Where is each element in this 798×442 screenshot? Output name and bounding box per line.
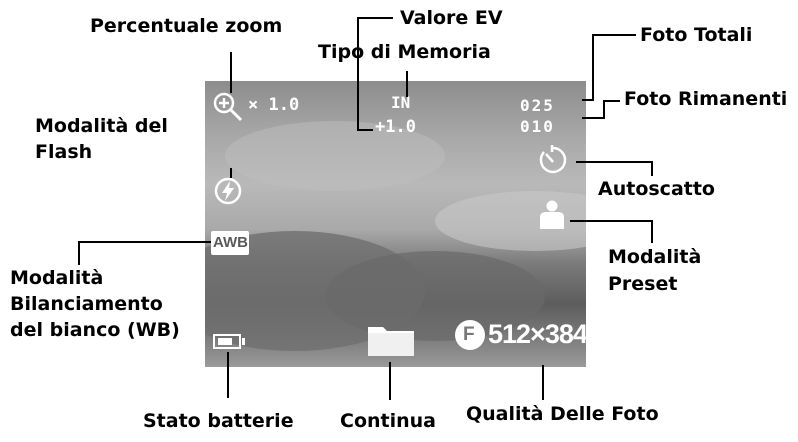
quality-badge: F bbox=[463, 324, 475, 346]
label-flash-line2: Flash bbox=[35, 140, 92, 164]
remaining-photos-readout: 010 bbox=[520, 117, 555, 136]
ev-readout: +1.0 bbox=[375, 117, 416, 137]
label-flash-line1: Modalità del bbox=[35, 114, 168, 138]
label-wb-line3: del bianco (WB) bbox=[10, 318, 180, 342]
magnifier-plus-icon bbox=[212, 91, 244, 123]
label-wb-line1: Modalità bbox=[10, 266, 103, 290]
battery-tip bbox=[242, 338, 245, 345]
label-self-timer: Autoscatto bbox=[598, 177, 715, 201]
label-ev: Valore EV bbox=[400, 6, 503, 30]
white-balance-label: AWB bbox=[213, 234, 248, 251]
remaining-leader bbox=[582, 101, 620, 118]
label-preset-line1: Modalità bbox=[608, 245, 701, 269]
zoom-readout: × 1.0 bbox=[248, 95, 299, 115]
label-preset-line2: Preset bbox=[608, 272, 677, 296]
resolution-readout: 512×384 bbox=[488, 319, 586, 350]
person-icon bbox=[538, 199, 566, 229]
label-memory: Tipo di Memoria bbox=[318, 40, 491, 64]
wb-leader bbox=[79, 242, 211, 265]
label-zoom: Percentuale zoom bbox=[90, 14, 282, 38]
total-photos-readout: 025 bbox=[520, 96, 555, 115]
label-battery: Stato batterie bbox=[143, 409, 294, 433]
battery-level bbox=[218, 338, 232, 345]
folder-icon bbox=[367, 321, 415, 357]
battery-icon bbox=[213, 334, 241, 349]
label-continuous: Continua bbox=[340, 409, 436, 433]
label-total: Foto Totali bbox=[640, 23, 752, 47]
self-timer-icon bbox=[535, 143, 569, 177]
memory-type-readout: IN bbox=[391, 93, 410, 112]
label-remaining: Foto Rimanenti bbox=[624, 87, 787, 111]
label-quality: Qualità Delle Foto bbox=[466, 402, 659, 426]
self-timer-leader bbox=[576, 162, 652, 176]
camera-lcd-screen: × 1.0 IN +1.0 025 010 AWB F 512×384 bbox=[205, 81, 586, 367]
label-wb-line2: Bilanciamento bbox=[10, 292, 163, 316]
flash-off-icon bbox=[213, 176, 243, 206]
